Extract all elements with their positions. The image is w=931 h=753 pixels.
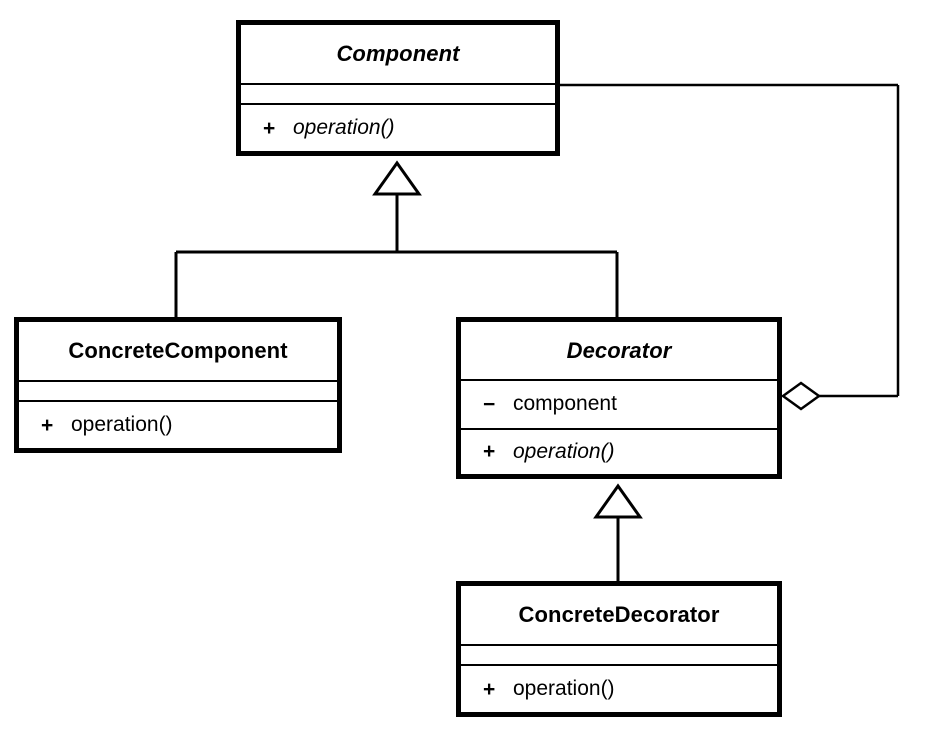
decorator-attributes-compartment: − component	[461, 379, 777, 428]
concrete-component-operation-row: + operation()	[19, 413, 337, 437]
component-attributes-compartment	[241, 83, 555, 103]
component-class-name: Component	[336, 41, 460, 66]
class-box-concrete-decorator[interactable]: ConcreteDecorator + operation()	[456, 581, 782, 717]
decorator-operation-row: + operation()	[461, 440, 777, 464]
hollow-triangle-arrowhead-component	[372, 160, 422, 196]
concrete-decorator-name-compartment: ConcreteDecorator	[461, 586, 777, 644]
class-box-component[interactable]: Component + operation()	[236, 20, 560, 156]
decorator-operation-visibility: +	[483, 440, 496, 464]
hollow-diamond-aggregation	[780, 381, 822, 411]
concrete-decorator-operations-compartment: + operation()	[461, 664, 777, 712]
decorator-name-compartment: Decorator	[461, 322, 777, 380]
concrete-component-class-name: ConcreteComponent	[68, 338, 288, 363]
decorator-attribute-visibility: −	[483, 392, 496, 416]
aggregation-decorator-component	[557, 83, 900, 411]
component-operation-visibility: +	[263, 116, 276, 140]
concrete-decorator-operation-name: operation()	[513, 677, 615, 700]
concrete-component-operations-compartment: + operation()	[19, 400, 337, 448]
decorator-operations-compartment: + operation()	[461, 427, 777, 475]
hollow-triangle-arrowhead-decorator	[593, 483, 643, 519]
decorator-attribute-name: component	[513, 392, 617, 416]
decorator-attribute-row: − component	[461, 392, 777, 416]
concrete-component-operation-visibility: +	[41, 413, 54, 437]
concrete-component-attributes-compartment	[19, 380, 337, 400]
decorator-class-name: Decorator	[566, 337, 672, 363]
component-operation-name: operation()	[293, 116, 395, 139]
component-operations-compartment: + operation()	[241, 103, 555, 151]
decorator-operation-name: operation()	[513, 439, 615, 463]
concrete-component-operation-name: operation()	[71, 413, 173, 436]
component-name-compartment: Component	[241, 25, 555, 83]
concrete-decorator-class-name: ConcreteDecorator	[518, 602, 720, 627]
generalization-to-decorator	[593, 483, 643, 583]
class-box-decorator[interactable]: Decorator − component + operation()	[456, 317, 782, 479]
concrete-decorator-operation-visibility: +	[483, 677, 496, 701]
generalization-to-component	[174, 160, 619, 319]
class-box-concrete-component[interactable]: ConcreteComponent + operation()	[14, 317, 342, 453]
concrete-component-name-compartment: ConcreteComponent	[19, 322, 337, 380]
concrete-decorator-attributes-compartment	[461, 644, 777, 664]
concrete-decorator-operation-row: + operation()	[461, 677, 777, 701]
component-operation-row: + operation()	[241, 116, 555, 140]
